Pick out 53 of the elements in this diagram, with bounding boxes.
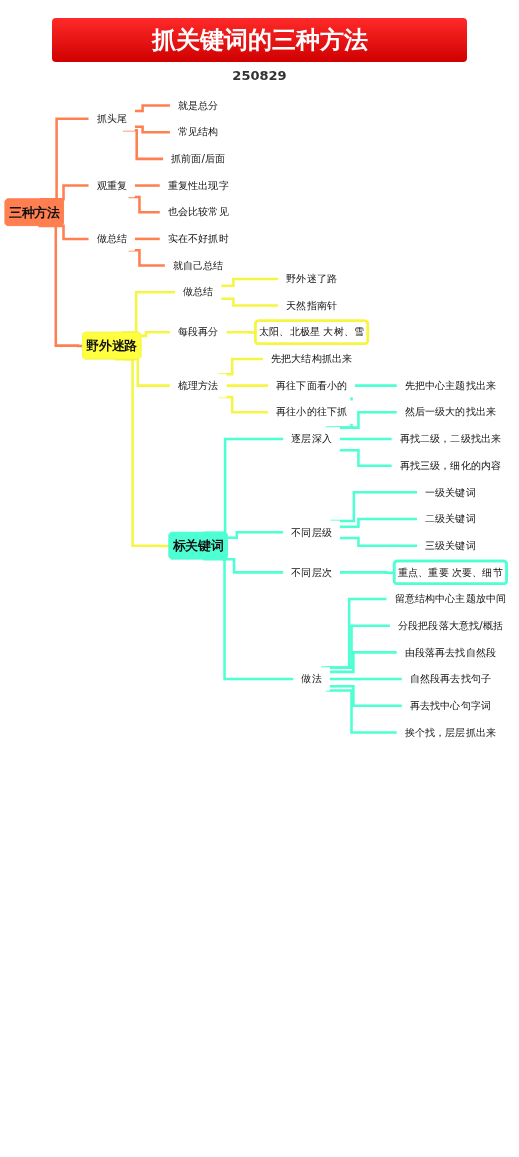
node-text: 就是总分 <box>177 99 219 112</box>
node-text: 野外迷了路 <box>286 272 337 285</box>
connector <box>329 685 403 707</box>
connector <box>226 331 256 334</box>
connector <box>329 677 403 681</box>
connector <box>134 184 161 187</box>
connector <box>54 224 89 241</box>
node-text: 分段把段落大意找/概括 <box>397 619 503 632</box>
node-text: 再去找中心句字词 <box>409 699 492 712</box>
node-text: 不同层次 <box>291 566 332 579</box>
connector <box>339 437 392 441</box>
connector <box>221 297 279 307</box>
node-text: 天然指南针 <box>286 299 337 312</box>
connector <box>339 536 418 547</box>
connector <box>38 224 83 348</box>
node-text: 自然段再去找句子 <box>409 672 492 685</box>
connector <box>134 125 171 134</box>
node-text: 再找三级，细化的内容 <box>399 459 502 472</box>
title-banner: 抓关键词的三种方法 <box>52 18 467 62</box>
node-text: 挨个找，层层抓出来 <box>404 726 497 739</box>
connector <box>325 624 391 669</box>
connector <box>134 104 171 113</box>
connector <box>339 449 392 467</box>
connector <box>227 531 284 540</box>
node-text: 常见结构 <box>177 125 219 138</box>
node-text: 每段再分 <box>177 325 219 338</box>
node-text: 二级关键词 <box>424 512 476 525</box>
connector <box>325 689 398 734</box>
date-note: 250829 <box>232 68 287 83</box>
node-text: 一级关键词 <box>424 485 476 499</box>
connector <box>134 237 161 241</box>
connector <box>221 277 279 288</box>
node-text: 再找二级，二级找出来 <box>399 432 502 445</box>
connector <box>141 331 171 338</box>
connector <box>226 384 269 387</box>
node-text: 抓前面/后面 <box>171 152 226 165</box>
node-text: 先把中心主题找出来 <box>404 379 497 392</box>
connector <box>125 358 171 387</box>
connector <box>339 571 395 574</box>
node-text: 三级关键词 <box>424 539 476 552</box>
node-text: 留意结构中心主题放中间 <box>394 592 507 605</box>
node-text: 然后一级大的找出来 <box>404 405 497 419</box>
connector <box>339 517 418 528</box>
node-text: 重复性出现字 <box>167 179 229 192</box>
node-text: 由段落再去找自然段 <box>404 646 497 659</box>
connector <box>114 358 170 548</box>
node-text: 就自己总结 <box>172 259 224 272</box>
node-text: 先把大结构抓出来 <box>270 352 353 365</box>
connector <box>339 411 398 429</box>
connector <box>329 651 398 674</box>
node-text: 也会比较常见 <box>167 205 229 218</box>
node-text: 做总结 <box>182 285 214 298</box>
node-text: 实在不好抓时 <box>167 232 229 245</box>
